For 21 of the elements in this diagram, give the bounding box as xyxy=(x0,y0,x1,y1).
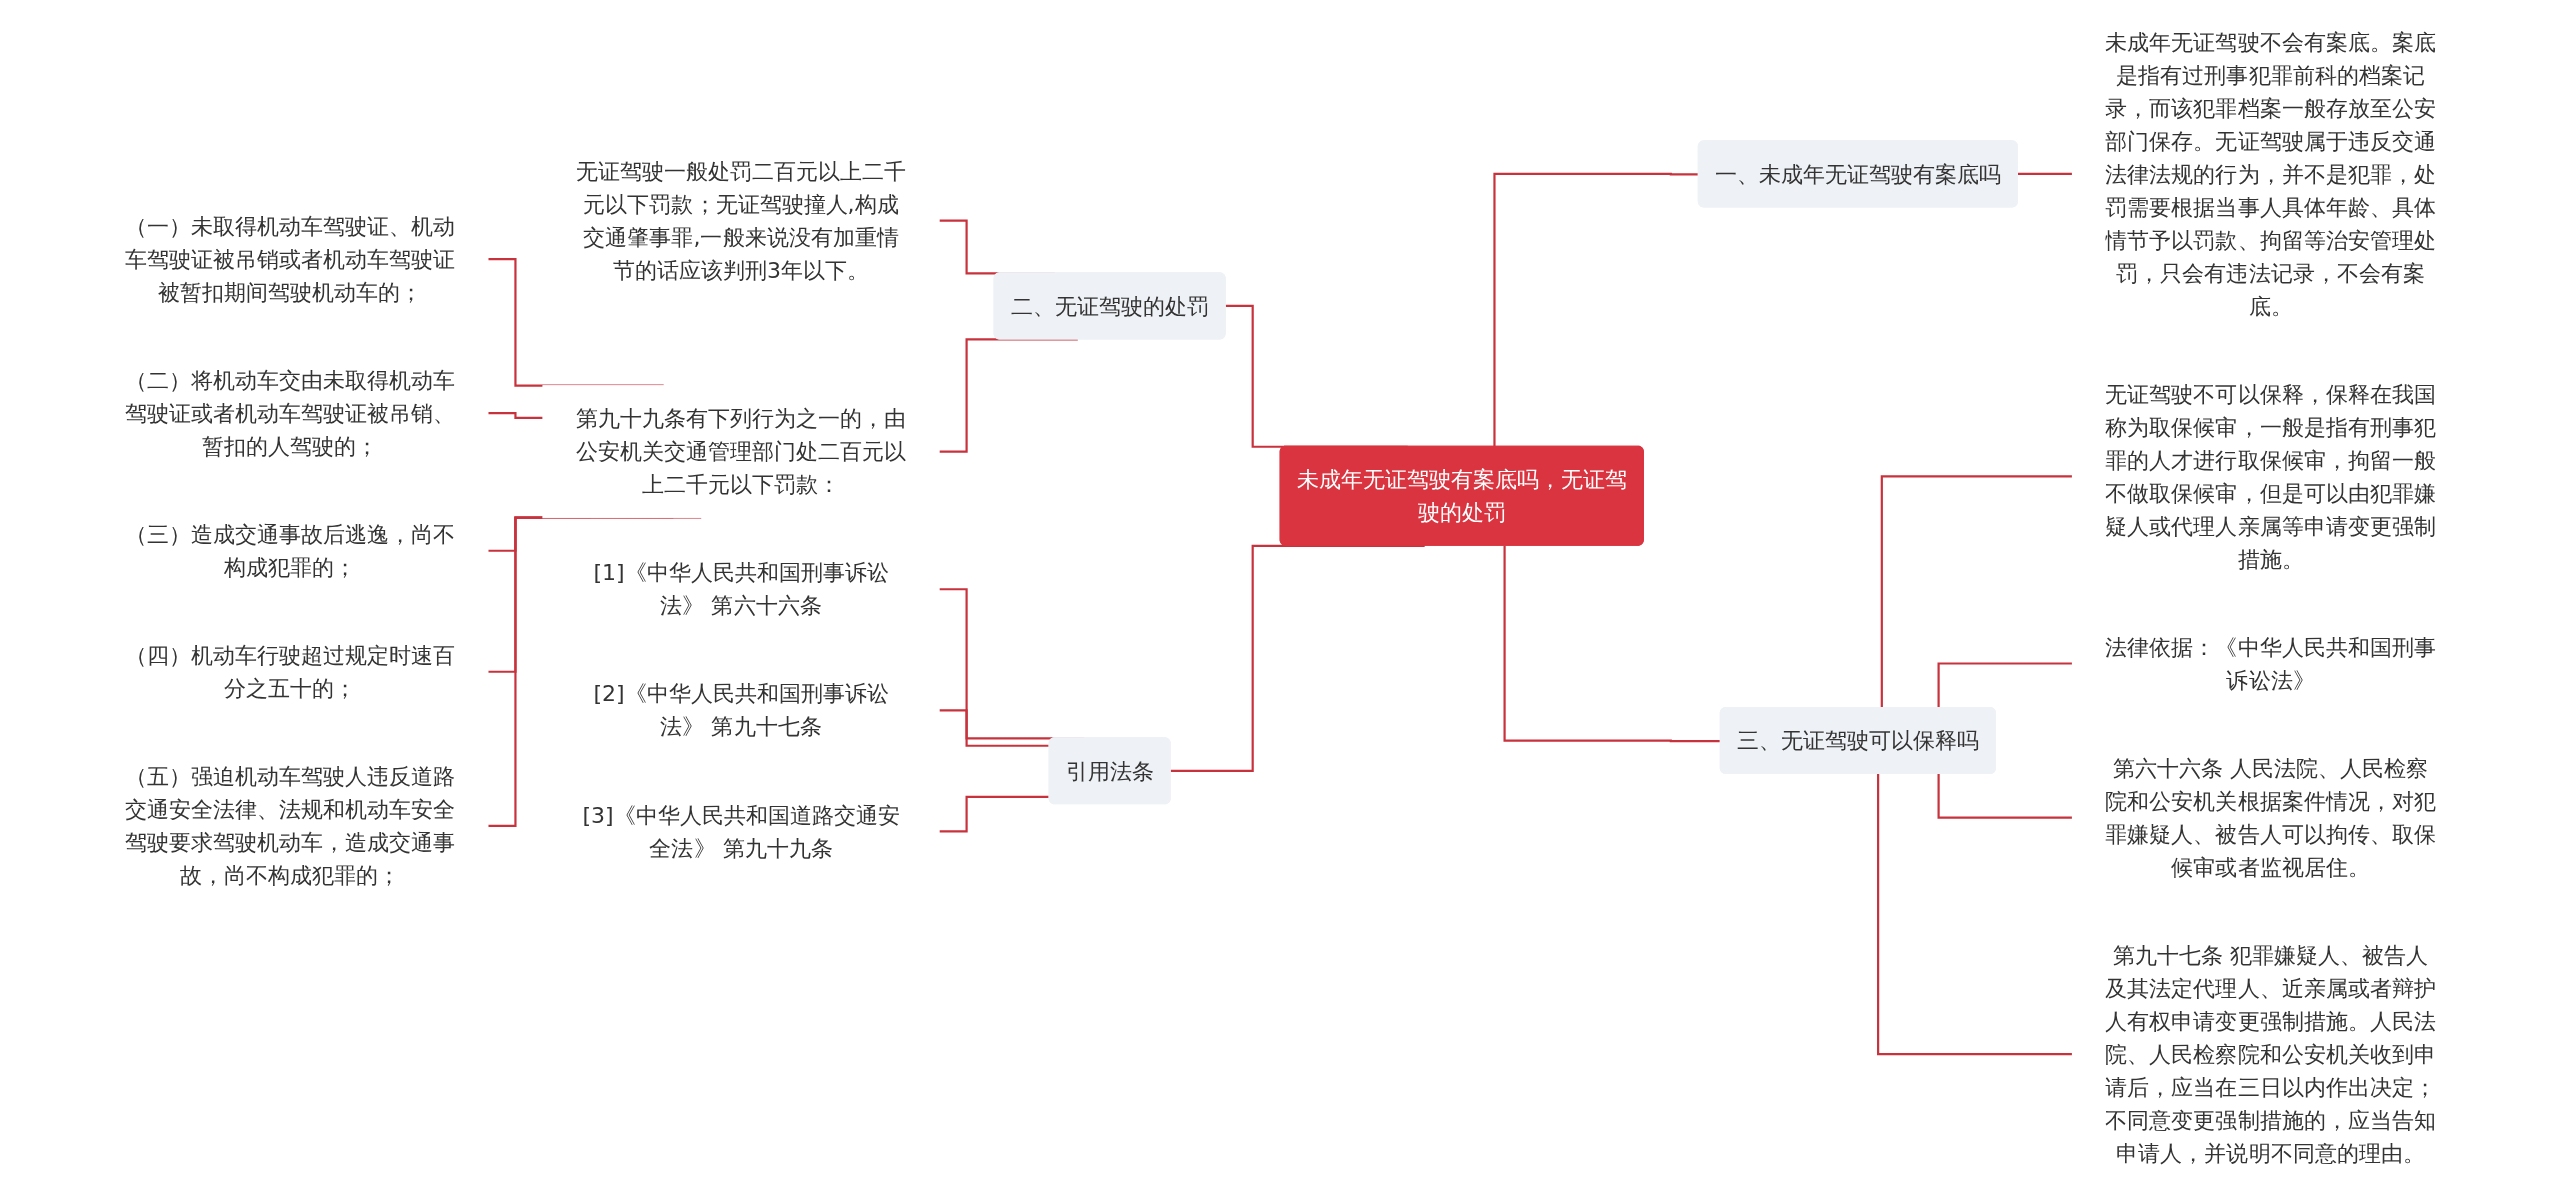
node-text: （三）造成交通事故后逃逸，尚不构成犯罪的； xyxy=(124,521,455,581)
connector xyxy=(1493,172,1699,447)
node-text: 法律依据：《中华人民共和国刑事诉讼法》 xyxy=(2105,633,2436,694)
node-text: 无证驾驶不可以保释，保释在我国称为取保候审，一般是指有刑事犯罪的人才进行取保候审，拘留一般不做取保候审，但是可以由犯罪嫌疑人或代理人亲属等申请变更强制措施。 xyxy=(2105,380,2436,573)
mind-map: 未成年无证驾驶有案底吗，无证驾驶的处罚 二、无证驾驶的处罚 无证驾驶一般处罚二百元以上二千元以下罚款；无证驾驶撞人,构成交通肇事罪,一般来说没有加重情节的话应该判刑3年以下。 第九十九条有下列行为之一的，由公安机关交通管理部门处二百元以上二千元以下罚款： （一）未取得机动车驾驶证、机动车驾驶证被吊销或者机动车驾驶证被暂扣期间驾驶机动车的； （二）将机动车交由未取得机动车驾驶证或者机动车驾驶证被吊销、暂扣的人驾驶的； （三）造成交通事故后逃逸，尚不构成犯罪的； （四）机动车行驶超过规定时速百分之五十的； （五）强迫机动车驾驶人违反道路交通安全法律、法规和机动车安全驾驶要求驾驶机动车，造成交通事故，尚不构成犯罪的； 引用法条 [1]《中华人民共和国刑事诉讼法》 第六十六条 [2]《中华人民共和国刑事诉讼法》 第九十七条 [3]《中华人民共和国道路交通安全法》 第九十九条 一、未成年无证驾驶有案底吗 未成年无证驾驶不会有案底。案底是指有过刑事犯罪前科的档案记录，而该犯罪档案一般存放至公安部门保存。无证驾驶属于违反交通法律法规的行为，并不是犯罪，处罚需要根据当事人具体年龄、具体情节予以罚款、拘留等治安管理处罚，只会有违法记录，不会有案底。 三、无证驾驶可以保释吗 无证驾驶不可以保释，保释在我国称为取保候审，一般是指有刑事犯罪的人才进行取保候审，拘留一般不做取保候审，但是可以由犯罪嫌疑人或代理人亲属等申请变更强制措施。 法律依据：《中华人民共和国刑事诉讼法》 第六十六条 人民法院、人民检察院和公安机关根据案件情况，对犯罪嫌疑人、被告人可以拘传、取保候审或者监视居住。 第九十七条 犯罪嫌疑人、被告人及其法定代理人、近亲属或者辩护人有权申请变更强制措施。人民法院、人民检察院和公安机关收到申请后，应当在三日以内作出决定；不同意变更强制措施的，应当告知申请人，并说明不同意的理由。 xyxy=(82,0,2478,1195)
node-text: 第六十六条 人民法院、人民检察院和公安机关根据案件情况，对犯罪嫌疑人、被告人可以拘传、取保候审或者监视居住。 xyxy=(2105,754,2436,881)
node-text: 未成年无证驾驶不会有案底。案底是指有过刑事犯罪前科的档案记录，而该犯罪档案一般存放至公安部门保存。无证驾驶属于违反交通法律法规的行为，并不是犯罪，处罚需要根据当事人具体年龄、具体情节予以罚款、拘留等治安管理处罚，只会有违法记录，不会有案底。 xyxy=(2105,28,2436,320)
node-text: （一）未取得机动车驾驶证、机动车驾驶证被吊销或者机动车驾驶证被暂扣期间驾驶机动车的； xyxy=(124,212,455,306)
node-text: [2]《中华人民共和国刑事诉讼法》 第九十七条 xyxy=(593,680,889,740)
connector xyxy=(1503,545,1721,743)
connector xyxy=(1937,662,2073,709)
node-text: （二）将机动车交由未取得机动车驾驶证或者机动车驾驶证被吊销、暂扣的人驾驶的； xyxy=(124,366,455,460)
connector xyxy=(1880,475,2073,709)
node-text: 无证驾驶一般处罚二百元以上二千元以下罚款；无证驾驶撞人,构成交通肇事罪,一般来说没有加重情节的话应该判刑3年以下。 xyxy=(575,157,906,284)
connector xyxy=(1876,774,2073,1056)
connector xyxy=(1937,774,2073,819)
node-text: [3]《中华人民共和国道路交通安全法》 第九十九条 xyxy=(582,801,900,862)
node-text: 第九十七条 犯罪嫌疑人、被告人及其法定代理人、近亲属或者辩护人有权申请变更强制措施。人民法院、人民检察院和公安机关收到申请后，应当在三日以内作出决定；不同意变更强制措施的，应当告知申请人，并说明不同意的理由。 xyxy=(2105,941,2436,1167)
node-text: （四）机动车行驶超过规定时速百分之五十的； xyxy=(124,642,455,702)
node-text: [1]《中华人民共和国刑事诉讼法》 第六十六条 xyxy=(593,559,889,619)
node-text: （五）强迫机动车驾驶人违反道路交通安全法律、法规和机动车安全驾驶要求驾驶机动车，造成交通事故，尚不构成犯罪的； xyxy=(124,763,455,889)
